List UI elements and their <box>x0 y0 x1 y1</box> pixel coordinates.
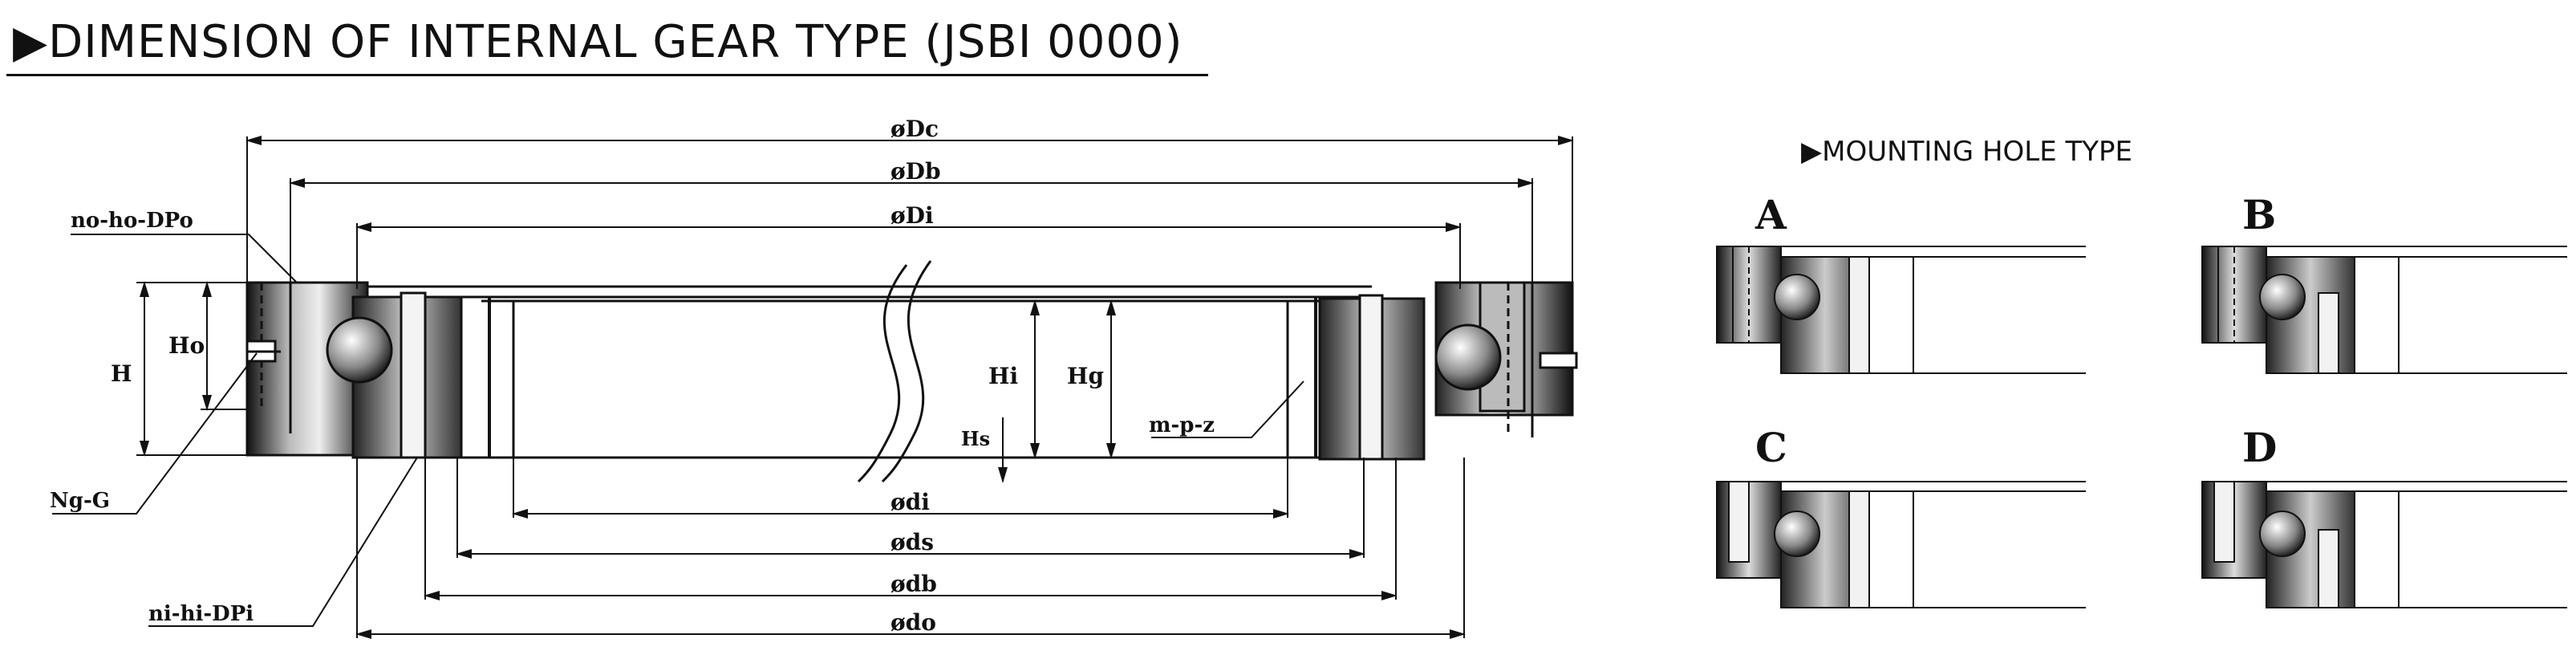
bottom-dimensions <box>355 458 1466 639</box>
svg-text:D: D <box>2242 424 2277 471</box>
dim-Di: øDi <box>890 202 934 229</box>
mount-type-a: A <box>1716 191 2086 374</box>
dim-di: ødi <box>890 489 930 515</box>
leader-lines <box>52 234 1304 627</box>
svg-text:B: B <box>2242 191 2276 238</box>
label-no-ho-DPo: no-ho-DPo <box>71 209 193 233</box>
label-Ng-G: Ng-G <box>50 489 110 513</box>
label-Hg: Hg <box>1067 363 1104 389</box>
label-Hs: Hs <box>961 427 990 450</box>
mounting-title: ▶MOUNTING HOLE TYPE <box>1801 136 2132 168</box>
dim-ds: øds <box>890 529 934 555</box>
mount-type-b: B <box>2201 191 2567 374</box>
label-Hi: Hi <box>988 363 1018 389</box>
label-m-p-z: m-p-z <box>1149 413 1215 437</box>
dim-db: ødb <box>890 571 937 597</box>
mount-type-d: D <box>2201 424 2567 608</box>
label-H: H <box>111 360 132 387</box>
break-line <box>857 264 908 483</box>
right-ball <box>1434 323 1502 391</box>
top-dimensions <box>245 136 1574 289</box>
page-title: ▶DIMENSION OF INTERNAL GEAR TYPE (JSBI 0… <box>13 16 1183 68</box>
label-ni-hi-DPi: ni-hi-DPi <box>148 602 254 626</box>
svg-text:C: C <box>1755 424 1787 471</box>
title-underline <box>6 74 1208 76</box>
mount-type-c: C <box>1716 424 2086 608</box>
left-ball <box>326 316 393 384</box>
label-Ho: Ho <box>168 332 205 359</box>
dim-Dc: øDc <box>890 116 939 142</box>
dim-Db: øDb <box>890 158 941 185</box>
dim-do: ødo <box>890 609 936 636</box>
svg-text:A: A <box>1755 191 1787 238</box>
main-section <box>136 260 1578 483</box>
